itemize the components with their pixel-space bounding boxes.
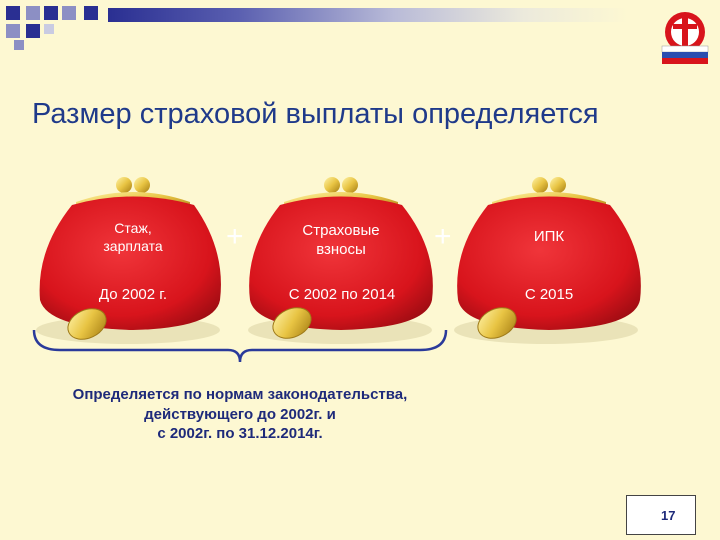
pfr-logo-icon (661, 12, 709, 64)
coin-icon (477, 307, 517, 339)
purse-1-bottom-label: До 2002 г. (98, 286, 168, 303)
page-number-box: 17 (626, 495, 696, 535)
coin-icon (67, 308, 107, 340)
decor-square (62, 6, 76, 20)
page-number: 17 (661, 508, 676, 523)
slide-title: Размер страховой выплаты определяется (32, 98, 599, 130)
decor-square (6, 24, 20, 38)
purse-3-top-label: ИПК (533, 228, 565, 245)
plus-sign: + (434, 220, 452, 253)
purse-2-top-label: Страховые взносы (302, 222, 380, 258)
decor-square (44, 6, 58, 20)
decor-square (44, 24, 54, 34)
decor-square (26, 6, 40, 20)
note-text: Определяется по нормам законодательства,… (72, 386, 408, 442)
coin-icon (272, 307, 312, 339)
purse-3-bottom-label: С 2015 (524, 286, 574, 303)
header-gradient-bar (108, 8, 628, 22)
curly-brace (32, 329, 448, 363)
decor-square (26, 24, 40, 38)
decor-square (14, 40, 24, 50)
decor-square (84, 6, 98, 20)
decor-square (6, 6, 20, 20)
purse-2-bottom-label: С 2002 по 2014 (288, 286, 396, 303)
purse-1 (36, 177, 221, 344)
plus-sign: + (226, 220, 244, 253)
purse-1-top-label: Стаж, зарплата (103, 220, 163, 254)
